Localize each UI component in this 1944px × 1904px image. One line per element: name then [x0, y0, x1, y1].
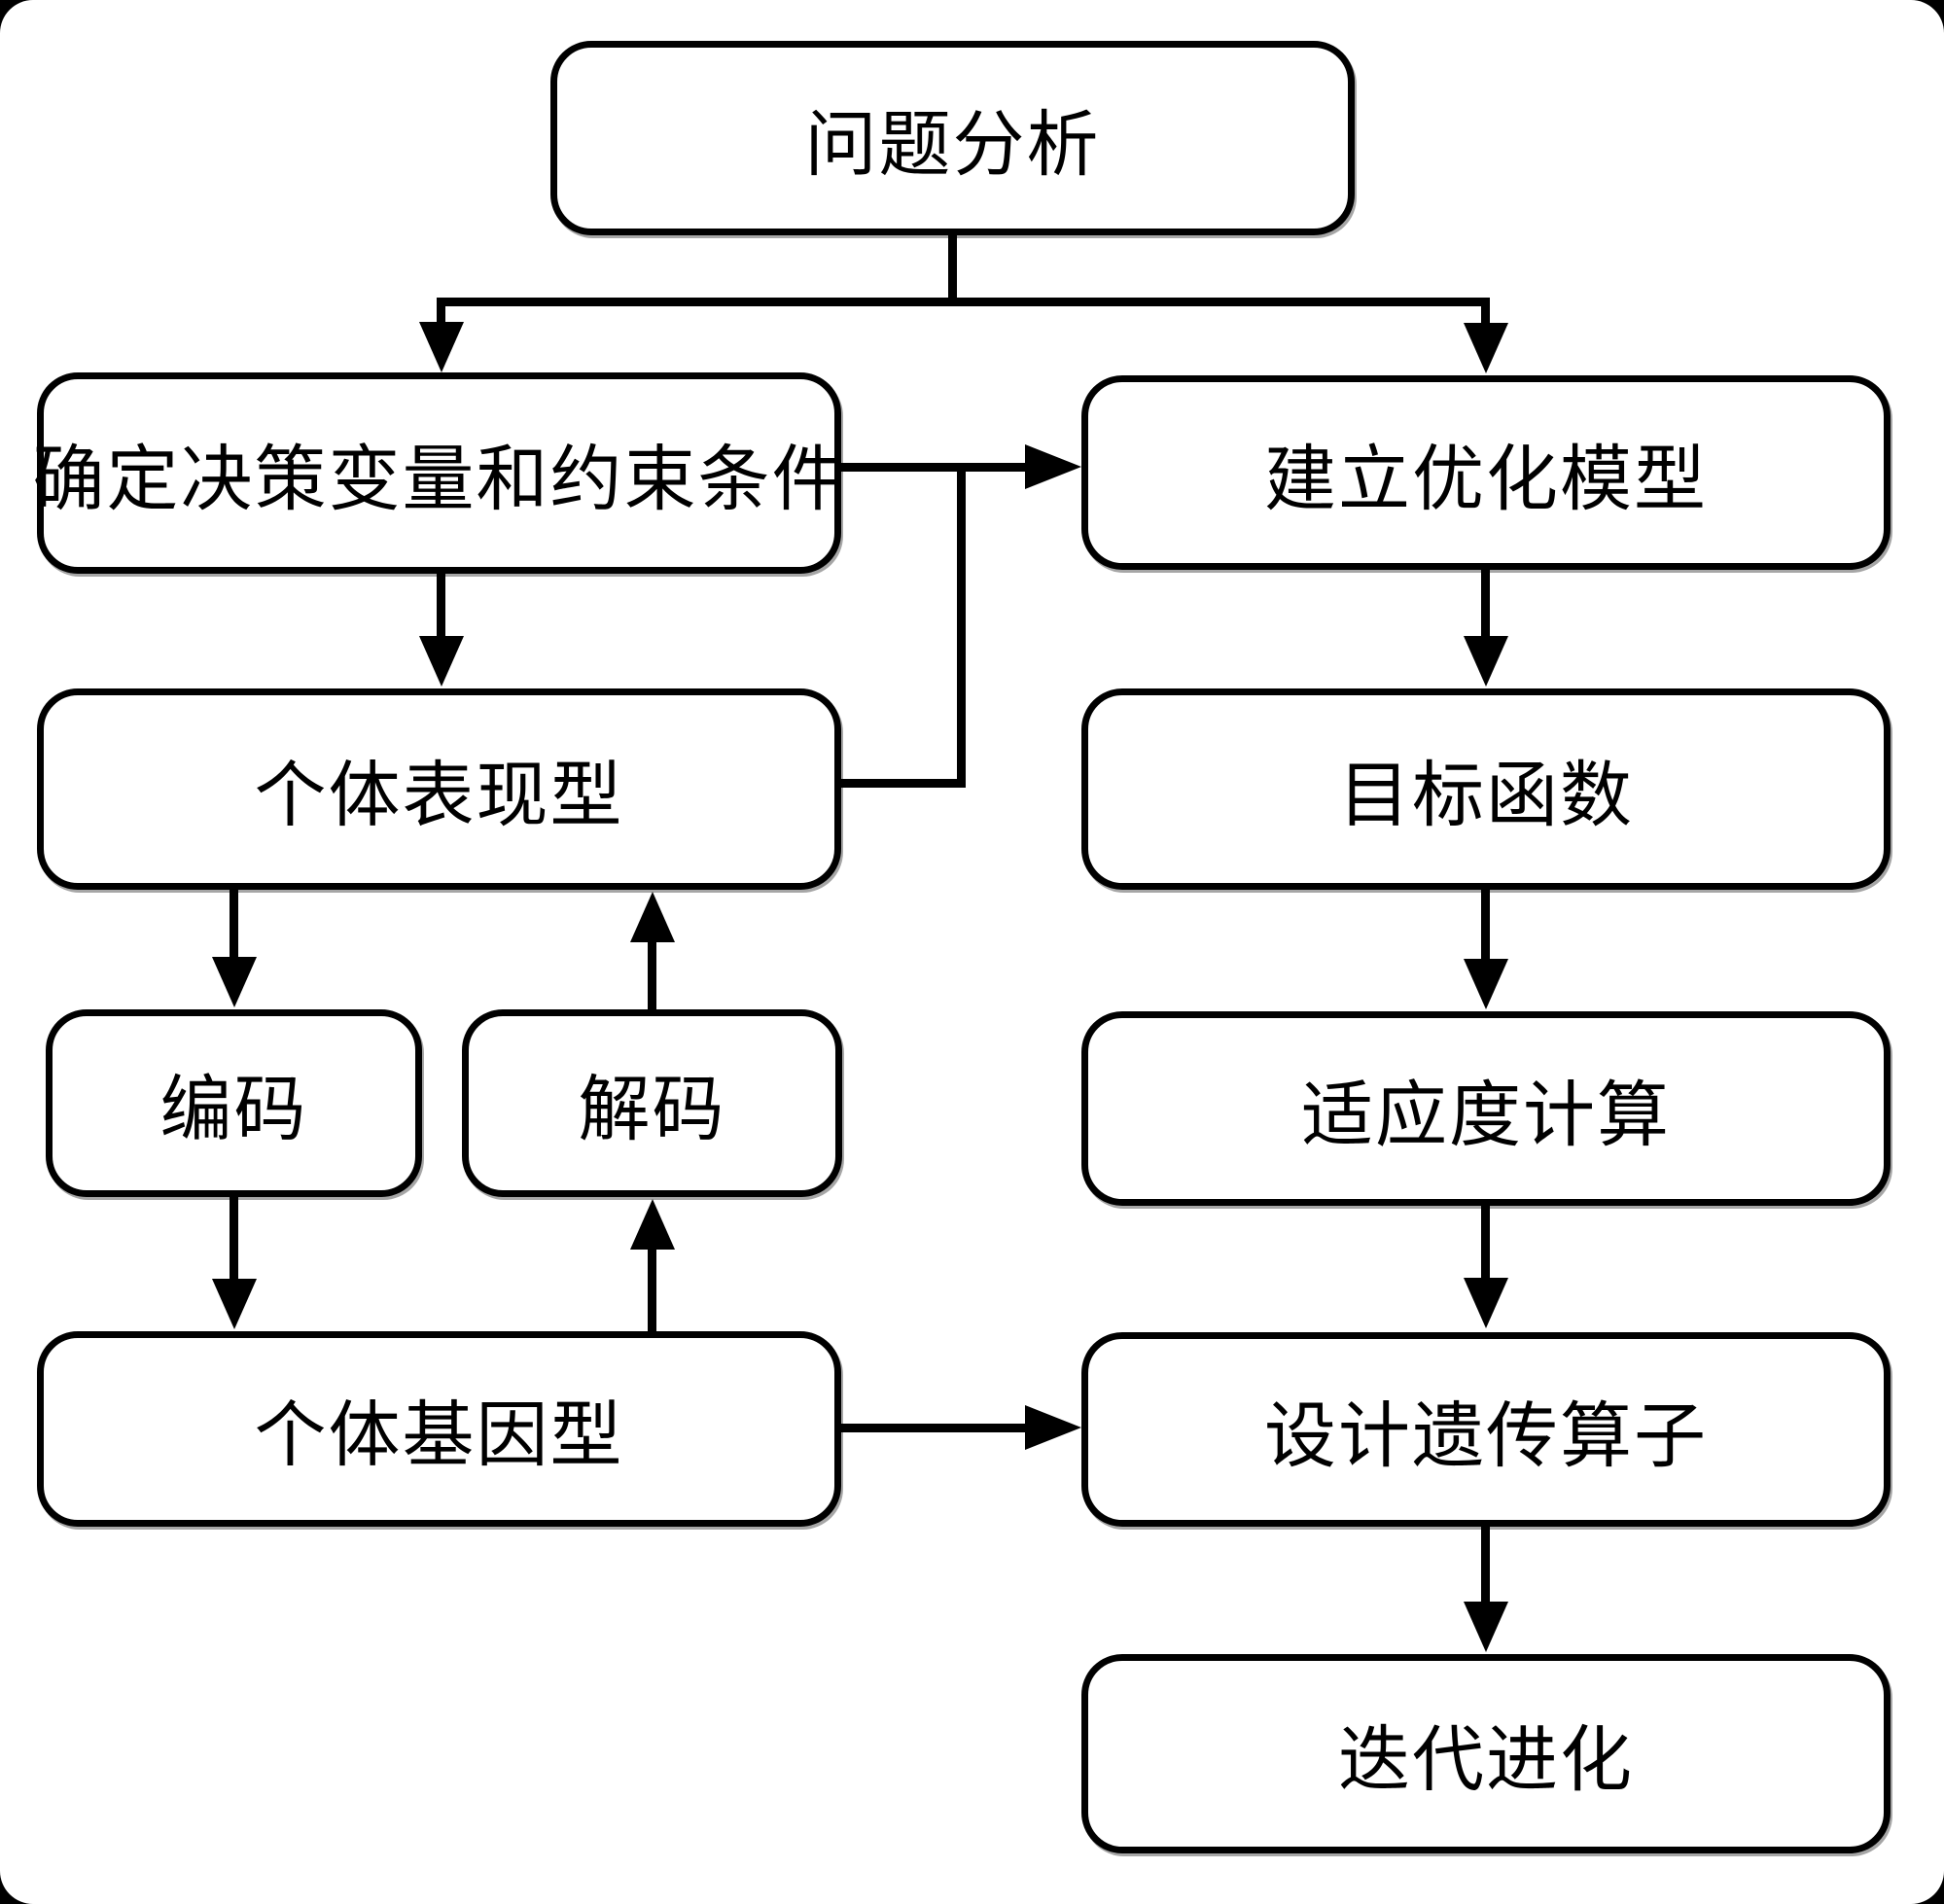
- edge-fitness-to-operators-line: [1481, 1204, 1490, 1282]
- edge-problem-split-stem: [948, 233, 957, 306]
- node-genetic-operators: 设计遗传算子: [1081, 1332, 1891, 1527]
- edge-phenotype-join-horizontal: [837, 779, 966, 788]
- edge-genotype-to-operators-line: [839, 1424, 1032, 1432]
- node-phenotype: 个体表现型: [37, 688, 841, 890]
- node-iterate: 迭代进化: [1081, 1654, 1891, 1853]
- arrowhead-down-genotype: [212, 1279, 257, 1329]
- arrowhead-down-fitness: [1464, 959, 1508, 1009]
- arrowhead-up-phenotype: [630, 892, 675, 942]
- arrowhead-right-build-model: [1025, 444, 1081, 489]
- arrowhead-down-build-model: [1464, 323, 1508, 373]
- edge-to-determine-variables-line: [437, 298, 445, 329]
- arrowhead-up-decode: [630, 1199, 675, 1250]
- edge-vars-to-model-line: [839, 463, 1032, 472]
- node-determine-variables: 确定决策变量和约束条件: [33, 372, 844, 574]
- node-fitness: 适应度计算: [1081, 1011, 1891, 1206]
- edge-encode-to-genotype-line: [230, 1195, 238, 1283]
- arrowhead-down-operators: [1464, 1278, 1508, 1328]
- edge-phenotype-join-vertical: [957, 463, 966, 788]
- node-objective-function: 目标函数: [1081, 688, 1891, 890]
- arrowhead-right-operators: [1025, 1405, 1081, 1450]
- node-problem-analysis: 问题分析: [550, 41, 1355, 235]
- arrowhead-down-encode: [212, 957, 257, 1007]
- arrowhead-down-objective: [1464, 636, 1508, 687]
- edge-problem-split-bar: [437, 298, 1490, 306]
- edge-operators-to-iterate-line: [1481, 1525, 1490, 1605]
- edge-objective-to-fitness-line: [1481, 888, 1490, 963]
- node-decode: 解码: [462, 1009, 842, 1197]
- edge-model-to-objective-line: [1481, 568, 1490, 640]
- edge-decode-to-phenotype-line: [648, 935, 656, 1011]
- arrowhead-down-iterate: [1464, 1602, 1508, 1652]
- arrowhead-down-phenotype: [419, 636, 464, 687]
- edge-to-build-model-line: [1481, 298, 1490, 329]
- arrowhead-down-determine-variables: [419, 322, 464, 372]
- edge-vars-to-phenotype-line: [437, 572, 445, 640]
- edge-phenotype-to-encode-line: [230, 888, 238, 961]
- node-encode: 编码: [46, 1009, 422, 1197]
- node-genotype: 个体基因型: [37, 1331, 841, 1527]
- node-build-model: 建立优化模型: [1081, 375, 1891, 570]
- edge-genotype-to-decode-line: [648, 1243, 656, 1333]
